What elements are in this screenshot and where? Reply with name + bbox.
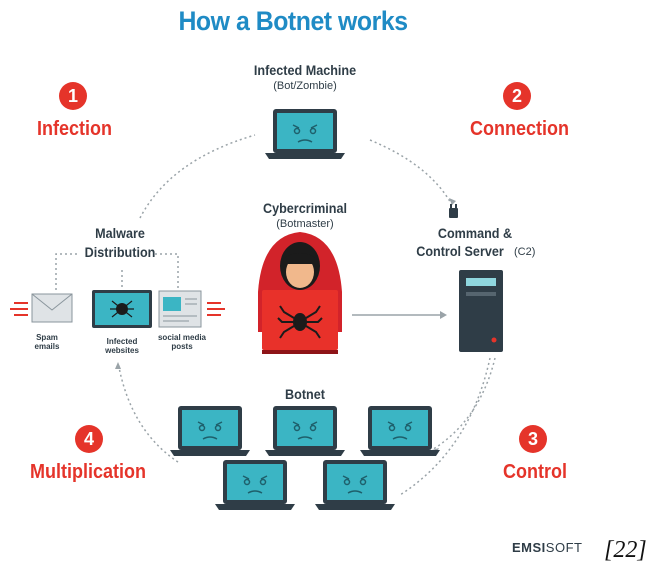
websites-caption-line1: Infected bbox=[106, 337, 138, 346]
botnet-laptop-2 bbox=[264, 405, 346, 457]
botnet-label: Botnet bbox=[285, 386, 325, 402]
infected-machine-laptop bbox=[264, 108, 346, 160]
c2-sub: (C2) bbox=[514, 246, 536, 258]
arc-connection bbox=[369, 139, 453, 206]
websites-caption: Infected websites bbox=[96, 337, 148, 355]
social-caption-line2: posts bbox=[171, 342, 193, 351]
brand-bold: EMSI bbox=[512, 540, 546, 555]
arc-multiplication bbox=[117, 361, 179, 463]
malware-bracket bbox=[55, 253, 179, 290]
emsisoft-logo: EMSISOFT bbox=[512, 540, 582, 555]
social-caption: social media posts bbox=[152, 333, 212, 351]
infected-machine-label: Infected Machine bbox=[253, 62, 357, 78]
step-2-number: 2 bbox=[503, 82, 531, 110]
malware-label-line2: Distribution bbox=[84, 244, 156, 260]
step-1-number: 1 bbox=[59, 82, 87, 110]
step-2-label: Connection bbox=[470, 118, 569, 140]
c2-server bbox=[459, 270, 503, 352]
diagram-title: How a Botnet works bbox=[178, 6, 408, 36]
botnet-laptop-3 bbox=[359, 405, 441, 457]
social-media-icon bbox=[158, 290, 225, 328]
infected-website-icon bbox=[92, 290, 152, 328]
botnet-laptop-1 bbox=[169, 405, 251, 457]
c2-label-line1: Command & bbox=[437, 225, 513, 241]
websites-caption-line2: websites bbox=[105, 346, 139, 355]
spam-caption: Spam emails bbox=[22, 333, 72, 351]
botnet-laptop-4 bbox=[214, 459, 296, 511]
c2-label-line2: Control Server bbox=[416, 243, 504, 259]
malware-label-line1: Malware bbox=[95, 225, 145, 241]
plug-icon bbox=[449, 204, 458, 218]
arc-control-return bbox=[399, 357, 491, 496]
hacker-figure bbox=[258, 232, 342, 354]
brand-light: SOFT bbox=[545, 540, 583, 555]
step-1-label: Infection bbox=[37, 118, 113, 140]
email-icon bbox=[10, 293, 73, 323]
cybercriminal-label: Cybercriminal bbox=[262, 200, 348, 216]
arc-control bbox=[431, 357, 496, 451]
arc-infection bbox=[139, 134, 256, 219]
step-4-number: 4 bbox=[75, 425, 103, 453]
botnet-laptop-5 bbox=[314, 459, 396, 511]
spam-caption-line1: Spam bbox=[36, 333, 58, 342]
citation: [22] bbox=[604, 537, 647, 563]
spam-caption-line2: emails bbox=[34, 342, 60, 351]
step-4-label: Multiplication bbox=[30, 461, 147, 483]
step-3-label: Control bbox=[503, 461, 567, 483]
social-caption-line1: social media bbox=[157, 333, 207, 342]
infected-machine-sub: (Bot/Zombie) bbox=[273, 80, 337, 92]
step-3-number: 3 bbox=[519, 425, 547, 453]
cybercriminal-sub: (Botmaster) bbox=[276, 218, 334, 230]
